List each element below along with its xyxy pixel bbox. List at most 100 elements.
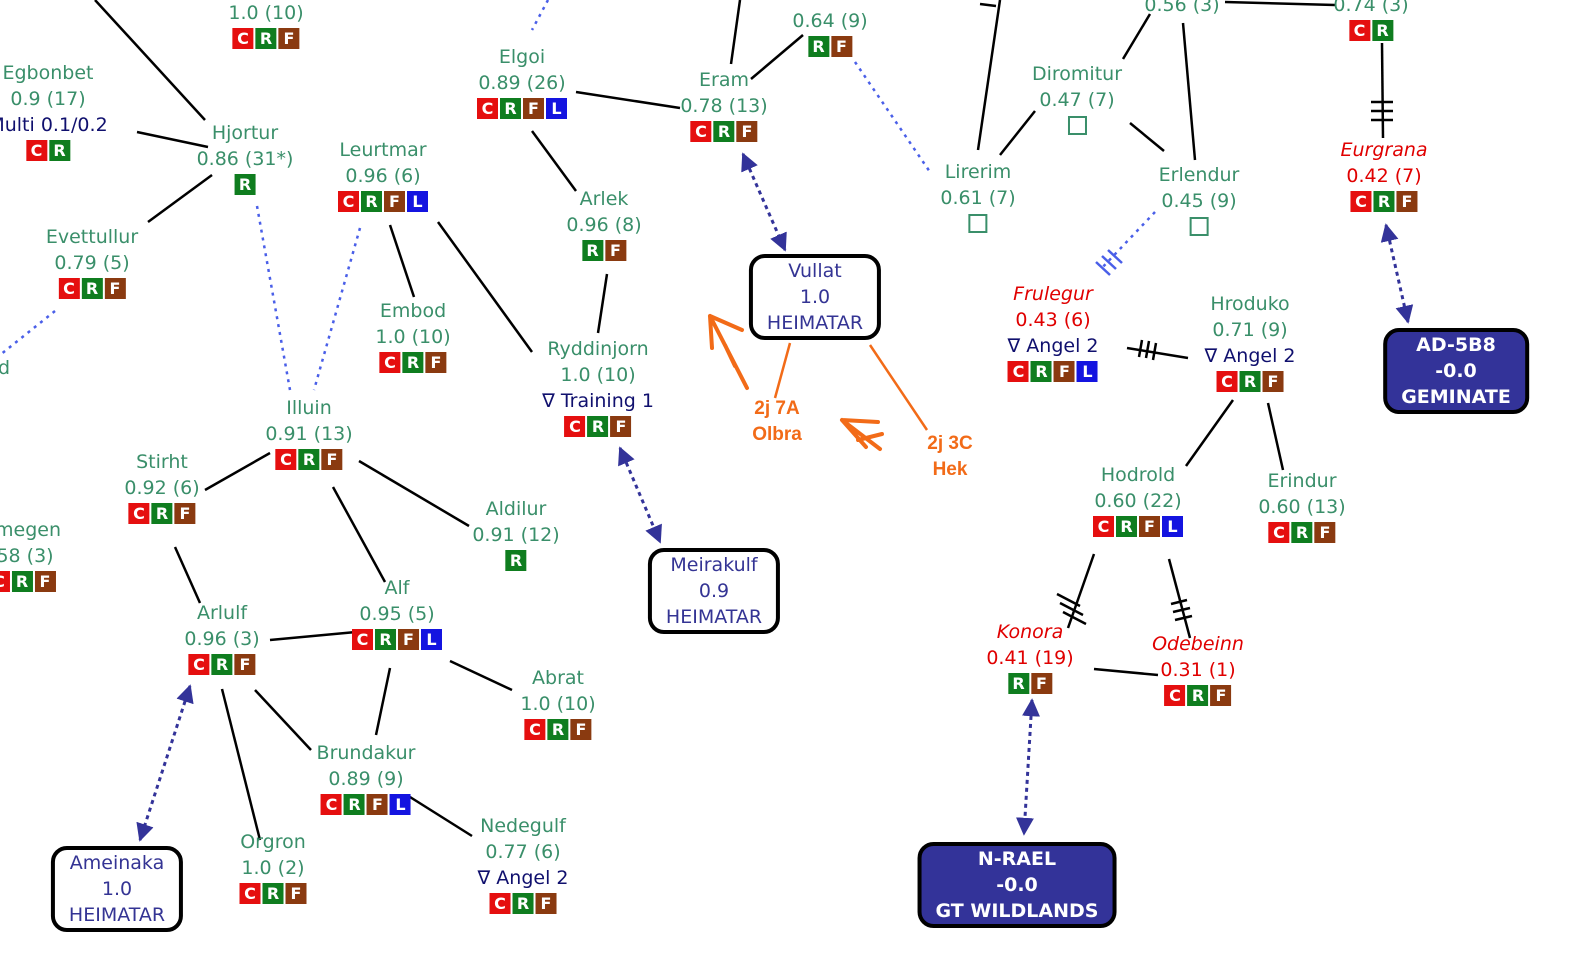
edge bbox=[976, 0, 1002, 151]
node-value: 0.56 (3) bbox=[1144, 0, 1220, 16]
node-name: Arlek bbox=[579, 188, 629, 210]
badge-f-icon: F bbox=[1314, 522, 1336, 543]
link-arrow bbox=[618, 446, 662, 544]
badge-l-icon: L bbox=[421, 629, 442, 650]
edge bbox=[409, 795, 473, 838]
node-name: Arlulf bbox=[196, 602, 248, 624]
edge bbox=[1093, 667, 1159, 677]
node-note: ∇ Angel 2 bbox=[1007, 335, 1099, 357]
node-edgeD[interactable]: d bbox=[0, 355, 10, 381]
badge-c-icon: C bbox=[0, 571, 10, 592]
node-name: Diromitur bbox=[1031, 63, 1123, 85]
badge-c-icon: C bbox=[25, 140, 47, 161]
badge-c-icon: C bbox=[1216, 371, 1238, 392]
edge bbox=[358, 459, 470, 528]
edge bbox=[1380, 42, 1385, 139]
break-mark bbox=[1174, 614, 1193, 622]
badge-r-icon: R bbox=[1030, 361, 1052, 382]
badge-l-icon: L bbox=[407, 191, 428, 212]
break-mark bbox=[1172, 606, 1191, 614]
box-region: HEIMATAR bbox=[766, 312, 864, 334]
node-umegen[interactable]: umegen.58 (3)CRF bbox=[0, 517, 61, 593]
badge-c-icon: C bbox=[352, 629, 373, 650]
node-name: Stirht bbox=[136, 451, 188, 473]
badge-r-icon: R bbox=[81, 278, 103, 299]
node-top056[interactable]: 0.56 (3) bbox=[1144, 0, 1219, 18]
box-value: 1.0 bbox=[101, 878, 133, 900]
node-value: 0.78 (13) bbox=[680, 95, 768, 117]
badge-r-icon: R bbox=[344, 794, 365, 815]
badge-r-icon: R bbox=[375, 629, 396, 650]
node-value: 0.86 (31*) bbox=[196, 148, 294, 170]
badge-c-icon: C bbox=[338, 191, 359, 212]
node-value: 0.64 (9) bbox=[792, 10, 868, 32]
badge-c-icon: C bbox=[232, 28, 254, 49]
badge-r-icon: R bbox=[211, 654, 233, 675]
badge-r-icon: R bbox=[48, 140, 70, 161]
box-title: N-RAEL bbox=[977, 848, 1057, 870]
box-title: Vullat bbox=[788, 260, 842, 282]
badge-r-icon: R bbox=[547, 719, 569, 740]
break-mark bbox=[1151, 342, 1158, 361]
node-name: Aldilur bbox=[485, 498, 547, 520]
badge-f-icon: F bbox=[736, 121, 758, 142]
node-name: umegen bbox=[0, 519, 62, 541]
badge-f-icon: F bbox=[174, 503, 196, 524]
break-mark bbox=[1101, 255, 1117, 270]
node-name: Evettullur bbox=[45, 226, 139, 248]
badge-f-icon: F bbox=[278, 28, 300, 49]
empty-square-icon bbox=[1189, 217, 1209, 236]
node-value: .58 (3) bbox=[0, 545, 54, 567]
badge-f-icon: F bbox=[1030, 673, 1052, 694]
badge-c-icon: C bbox=[477, 98, 498, 119]
badge-r-icon: R bbox=[361, 191, 382, 212]
node-name: Erindur bbox=[1267, 470, 1337, 492]
box-title: Meirakulf bbox=[670, 554, 758, 576]
badge-f-icon: F bbox=[1139, 516, 1160, 537]
node-value: 0.96 (6) bbox=[345, 165, 421, 187]
node-value: 0.45 (9) bbox=[1161, 190, 1237, 212]
badge-f-icon: F bbox=[570, 719, 592, 740]
